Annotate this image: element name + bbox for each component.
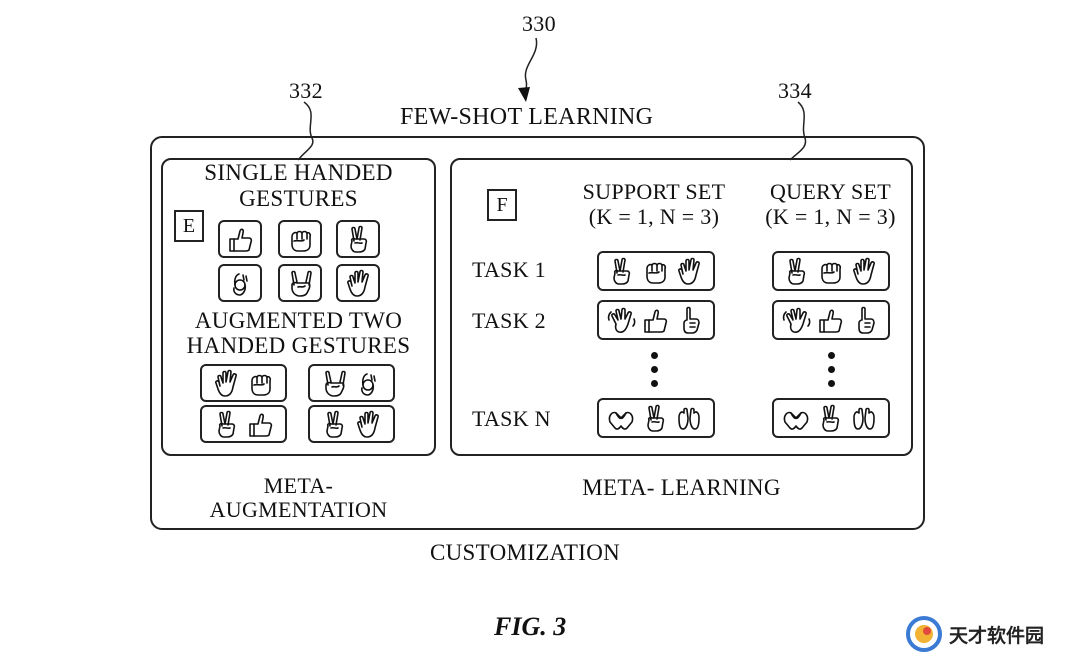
peace-gesture-icon [218, 410, 236, 438]
point-gesture-icon [858, 306, 875, 334]
open-hand-gesture-icon [678, 257, 700, 285]
point-gesture-icon [683, 306, 700, 334]
reference-numeral-330: 330 [522, 11, 556, 36]
two-hands-gesture-icon [678, 407, 700, 430]
customization-label: CUSTOMIZATION [430, 540, 621, 565]
ellipsis-dot [651, 366, 658, 373]
few-shot-learning-title: FEW-SHOT LEARNING [400, 104, 654, 130]
customization-frame [150, 136, 925, 530]
watermark-logo-icon [906, 616, 942, 652]
meta-augmentation-caption-line2: AUGMENTATION [209, 497, 388, 522]
watermark-text: 天才软件园 [949, 624, 1045, 647]
open-hand-gesture-icon [215, 369, 237, 397]
ok-gesture-icon [361, 373, 376, 396]
query-set-params: (K = 1, N = 3) [765, 204, 896, 229]
heart-gesture-icon [783, 411, 809, 430]
heart-gesture-icon [608, 411, 634, 430]
ellipsis-dot [828, 380, 835, 387]
peace-gesture-icon [647, 404, 665, 432]
horns-gesture-icon [325, 370, 346, 397]
label-f: F [487, 189, 517, 221]
wave-gesture-icon [782, 307, 811, 333]
fist-gesture-icon [291, 230, 312, 252]
meta-augmentation-caption-line1: META- [263, 473, 334, 498]
peace-gesture-icon [788, 257, 806, 285]
ok-gesture-icon [233, 273, 248, 296]
open-hand-gesture-icon [347, 269, 369, 297]
two-hands-gesture-icon [853, 407, 875, 430]
ellipsis-dot [651, 380, 658, 387]
ellipsis-dot [828, 352, 835, 359]
reference-numeral-332: 332 [289, 78, 323, 103]
fist-gesture-icon [251, 374, 272, 396]
support-set-heading: SUPPORT SET [582, 179, 726, 204]
single-handed-heading-line1: SINGLE HANDED [204, 160, 393, 185]
meta-learning-caption: META- LEARNING [582, 475, 781, 500]
two-handed-gesture-tile [308, 364, 395, 402]
query-set-box [772, 300, 890, 340]
thumbs-up-gesture-icon [819, 309, 843, 333]
single-handed-heading-line2: GESTURES [239, 186, 358, 211]
two-handed-gesture-tile [308, 405, 395, 443]
peace-gesture-icon [822, 404, 840, 432]
two-handed-gesture-tile [200, 405, 287, 443]
fist-gesture-icon [646, 262, 667, 284]
meta-learning-panel [450, 158, 913, 456]
fist-gesture-icon [821, 262, 842, 284]
query-set-heading: QUERY SET [769, 179, 892, 204]
open-hand-gesture-icon [853, 257, 875, 285]
single-gesture-tile [278, 220, 322, 258]
support-set-box [597, 300, 715, 340]
task-1-label: TASK 1 [472, 257, 546, 282]
peace-gesture-icon [326, 410, 344, 438]
horns-gesture-icon [291, 270, 312, 297]
peace-gesture-icon [350, 225, 368, 253]
ellipsis-dot [828, 366, 835, 373]
peace-gesture-icon [613, 257, 631, 285]
ellipsis-dot [651, 352, 658, 359]
task-n-label: TASK N [472, 406, 551, 431]
two-handed-gesture-tile [200, 364, 287, 402]
open-hand-gesture-icon [357, 410, 379, 438]
support-set-params: (K = 1, N = 3) [588, 204, 720, 229]
thumbs-up-gesture-icon [644, 309, 668, 333]
thumbs-up-gesture-icon [229, 228, 253, 252]
label-e: E [174, 210, 204, 242]
watermark: 天才软件园 [905, 615, 1044, 653]
thumbs-up-gesture-icon [249, 413, 273, 437]
augmented-heading-line2: HANDED GESTURES [186, 333, 411, 358]
meta-augmentation-panel [161, 158, 436, 456]
augmented-heading-line1: AUGMENTED TWO [194, 308, 403, 333]
wave-gesture-icon [607, 307, 636, 333]
task-2-label: TASK 2 [472, 308, 546, 333]
figure-caption: FIG. 3 [494, 612, 567, 641]
reference-numeral-334: 334 [778, 78, 812, 103]
